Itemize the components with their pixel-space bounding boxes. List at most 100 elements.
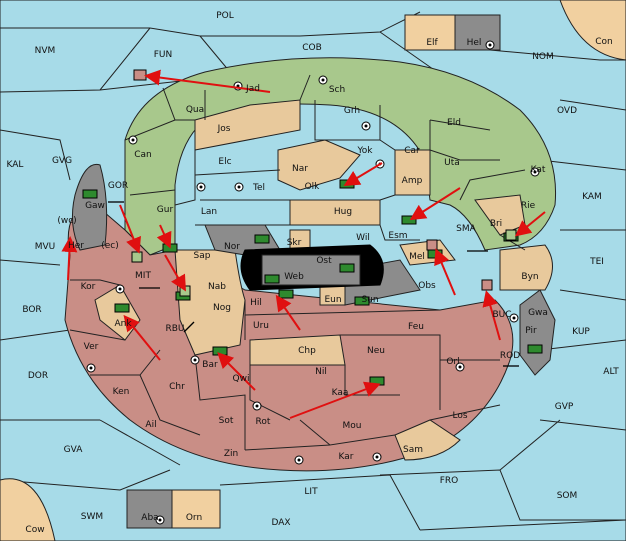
region-label-lit: LIT [304, 487, 318, 497]
region-label-elf: Elf [426, 38, 438, 48]
region-jos[interactable] [194, 99, 301, 151]
region-label-gor: GOR [108, 181, 128, 191]
supply-centers [86, 40, 540, 525]
region-label-cob: COB [302, 43, 322, 53]
region-label-orl: Orl [446, 357, 459, 367]
region-label-sun: Sun [361, 295, 378, 305]
region-label-chr: Chr [169, 382, 185, 392]
region-label-grh: Grh [344, 106, 360, 116]
region-amp[interactable] [394, 149, 431, 196]
region-label-hel: Hel [467, 38, 482, 48]
region-label-jad: Jad [245, 84, 260, 94]
region-label-bri: Bri [490, 219, 502, 229]
region-label-kaa: Kaa [332, 388, 349, 398]
region-borders [69, 74, 526, 451]
region-label-con: Con [595, 37, 613, 47]
region-label-hug: Hug [334, 207, 352, 217]
region-label-dax: DAX [271, 518, 290, 528]
region-label-wc: (wc) [57, 216, 76, 226]
region-label-ost: Ost [316, 256, 332, 266]
region-label-skr: Skr [287, 238, 302, 248]
region-label-sap: Sap [194, 251, 211, 261]
region-label-sam: Sam [403, 445, 423, 455]
region-label-obs: Obs [418, 281, 436, 291]
region-label-uru: Uru [253, 321, 269, 331]
region-label-sot: Sot [219, 416, 234, 426]
region-label-swm: SWM [81, 512, 103, 522]
region-label-pir: Pir [525, 326, 537, 336]
region-label-sma: SMA [456, 224, 476, 234]
region-label-ank: Ank [114, 319, 132, 329]
region-label-gvp: GVP [555, 402, 574, 412]
region-label-can: Can [134, 150, 152, 160]
region-label-dor: DOR [28, 371, 48, 381]
region-label-rie: Rie [521, 201, 536, 211]
region-label-bor: BOR [22, 305, 41, 315]
region-label-kar: Kar [339, 452, 354, 462]
region-label-mel: Mel [409, 252, 425, 262]
region-label-byn: Byn [521, 272, 538, 282]
region-label-nom: NOM [532, 52, 554, 62]
region-elf[interactable] [404, 14, 456, 51]
order-arrows [61, 69, 546, 419]
region-label-los: Los [452, 411, 467, 421]
region-label-kat: Kat [531, 165, 546, 175]
region-label-yok: Yok [356, 146, 373, 156]
region-label-qua: Qua [186, 105, 204, 115]
sea-borders [0, 11, 626, 531]
region-label-mou: Mou [343, 421, 362, 431]
region-label-tel: Tel [252, 183, 265, 193]
region-label-amp: Amp [402, 176, 423, 186]
region-label-hil: Hil [250, 298, 262, 308]
region-label-gvg: GVG [52, 156, 72, 166]
region-label-ovd: OVD [557, 106, 577, 116]
region-orn[interactable] [171, 489, 221, 529]
region-label-uta: Uta [444, 158, 460, 168]
region-byn[interactable] [499, 244, 553, 291]
region-label-buc: BUC [492, 310, 511, 320]
region-label-aba: Aba [141, 513, 158, 523]
region-label-kam: KAM [582, 192, 602, 202]
region-label-elc: Elc [218, 157, 231, 167]
region-label-nar: Nar [292, 164, 308, 174]
region-label-som: SOM [557, 491, 578, 501]
region-label-nor: Nor [224, 242, 240, 252]
region-aba[interactable] [126, 489, 173, 529]
region-label-tei: TEI [589, 257, 604, 267]
region-label-rot: Rot [256, 417, 271, 427]
region-label-rod: ROD [500, 351, 520, 361]
region-web-ost[interactable] [261, 254, 361, 286]
region-label-nab: Nab [208, 282, 226, 292]
region-label-bar: Bar [202, 360, 218, 370]
region-label-jos: Jos [217, 124, 231, 134]
region-label-gaw: Gaw [85, 201, 105, 211]
region-label-ver: Ver [84, 342, 99, 352]
region-label-pol: POL [216, 11, 234, 21]
region-label-kup: KUP [572, 327, 590, 337]
region-label-esm: Esm [388, 231, 407, 241]
region-label-feu: Feu [408, 322, 424, 332]
region-label-qwi: Qwi [233, 374, 250, 384]
adjacency-arrows [108, 201, 519, 367]
region-label-gva: GVA [64, 445, 84, 455]
region-label-gur: Gur [157, 205, 174, 215]
region-label-cow: Cow [25, 525, 44, 535]
region-label-ail: Ail [145, 420, 156, 430]
region-gaw[interactable] [71, 163, 108, 251]
region-sam[interactable] [394, 419, 461, 461]
region-pir[interactable] [519, 289, 556, 376]
region-label-gwa: Gwa [528, 308, 548, 318]
region-label-alt: ALT [603, 367, 619, 377]
region-label-eld: Eld [447, 118, 461, 128]
region-label-olk: Olk [305, 182, 321, 192]
region-label-zin: Zin [224, 449, 238, 459]
region-label-neu: Neu [367, 346, 385, 356]
region-label-rbu: RBU [165, 324, 184, 334]
region-label-web: Web [284, 272, 304, 282]
region-label-her: Her [68, 241, 84, 251]
region-label-kor: Kor [81, 282, 96, 292]
region-label-sch: Sch [329, 85, 345, 95]
